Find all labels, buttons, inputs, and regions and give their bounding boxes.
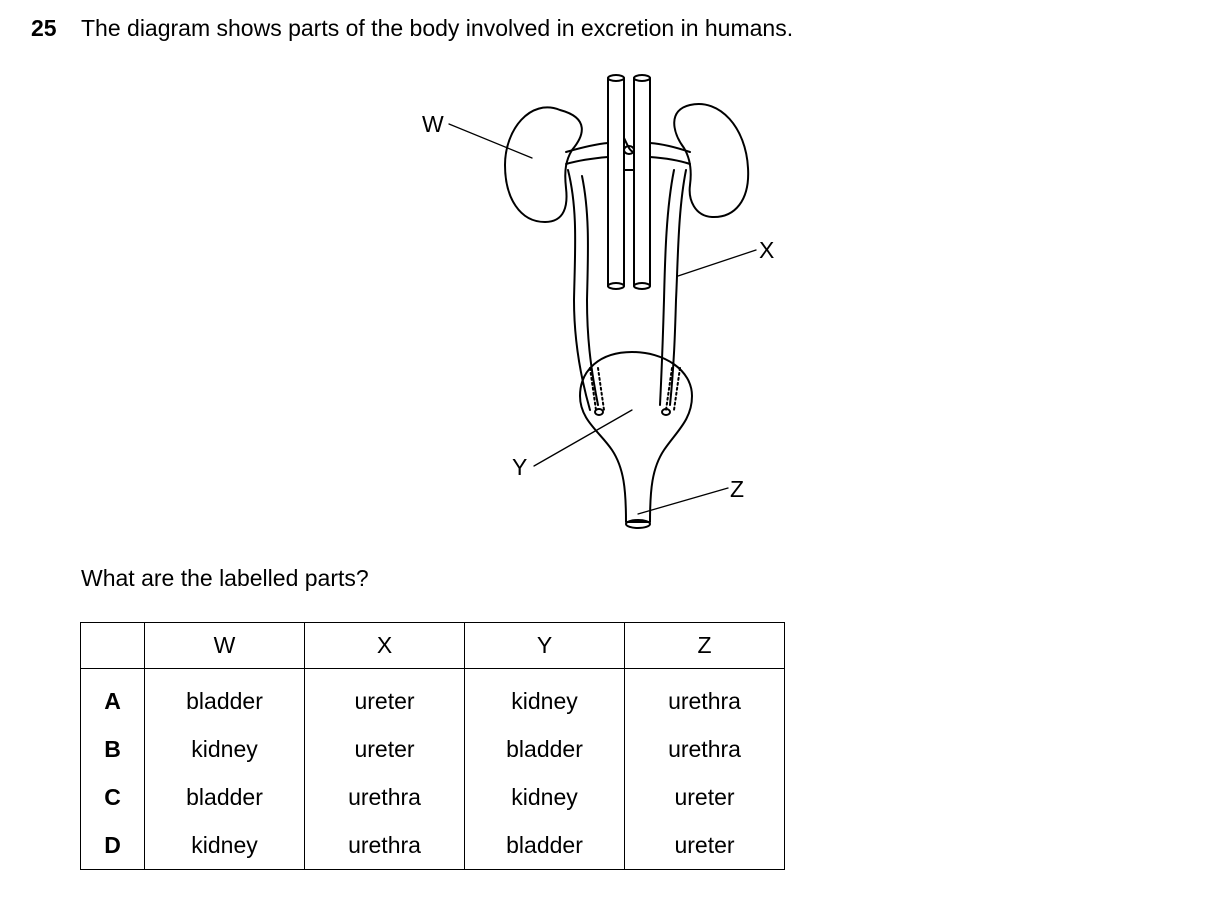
- label-w: W: [422, 111, 444, 137]
- table-cell: ureter: [304, 725, 465, 773]
- label-line-y: [533, 409, 633, 467]
- label-y: Y: [512, 454, 527, 480]
- left-ureter: [567, 169, 599, 411]
- label-z: Z: [730, 476, 744, 502]
- renal-vessels: [565, 137, 691, 171]
- table-header-cell: X: [304, 622, 465, 669]
- table-header-cell: [80, 622, 145, 669]
- table-cell: ureter: [624, 773, 785, 821]
- table-row: B kidney ureter bladder urethra: [80, 725, 785, 773]
- table-header-cell: Z: [624, 622, 785, 669]
- table-cell: urethra: [624, 668, 785, 725]
- table-header-cell: W: [144, 622, 305, 669]
- answer-table: W X Y Z A bladder ureter kidney urethra …: [80, 622, 785, 870]
- label-line-z: [637, 487, 729, 515]
- aorta: [633, 74, 651, 290]
- option-letter: B: [80, 725, 145, 773]
- table-header-row: W X Y Z: [80, 622, 785, 669]
- right-kidney: [673, 102, 750, 219]
- table-cell: kidney: [144, 821, 305, 870]
- question-number: 25: [31, 15, 57, 41]
- right-ureter: [659, 169, 687, 406]
- table-cell: bladder: [464, 821, 625, 870]
- bladder: [579, 351, 693, 523]
- table-cell: bladder: [144, 773, 305, 821]
- option-letter: C: [80, 773, 145, 821]
- table-cell: kidney: [464, 668, 625, 725]
- right-ureter-opening: [661, 408, 671, 416]
- table-cell: kidney: [464, 773, 625, 821]
- label-line-x: [677, 249, 757, 277]
- table-row: D kidney urethra bladder ureter: [80, 821, 785, 870]
- table-cell: bladder: [464, 725, 625, 773]
- left-ureter-opening: [594, 408, 604, 416]
- table-cell: urethra: [304, 773, 465, 821]
- table-cell: urethra: [304, 821, 465, 870]
- question-text: The diagram shows parts of the body invo…: [81, 15, 794, 41]
- option-letter: D: [80, 821, 145, 870]
- table-row: C bladder urethra kidney ureter: [80, 773, 785, 821]
- table-cell: kidney: [144, 725, 305, 773]
- urethra-opening: [625, 519, 651, 529]
- table-row: A bladder ureter kidney urethra: [80, 668, 785, 725]
- vena-cava: [607, 74, 625, 290]
- table-cell: ureter: [624, 821, 785, 870]
- table-header-cell: Y: [464, 622, 625, 669]
- table-cell: bladder: [144, 668, 305, 725]
- excretory-system-diagram: W X Y Z: [422, 74, 774, 529]
- option-letter: A: [80, 668, 145, 725]
- label-line-w: [448, 123, 533, 159]
- ureter-openings: [589, 367, 681, 411]
- left-kidney: [504, 106, 583, 223]
- table-cell: ureter: [304, 668, 465, 725]
- table-cell: urethra: [624, 725, 785, 773]
- label-x: X: [759, 237, 774, 263]
- sub-question: What are the labelled parts?: [81, 565, 369, 591]
